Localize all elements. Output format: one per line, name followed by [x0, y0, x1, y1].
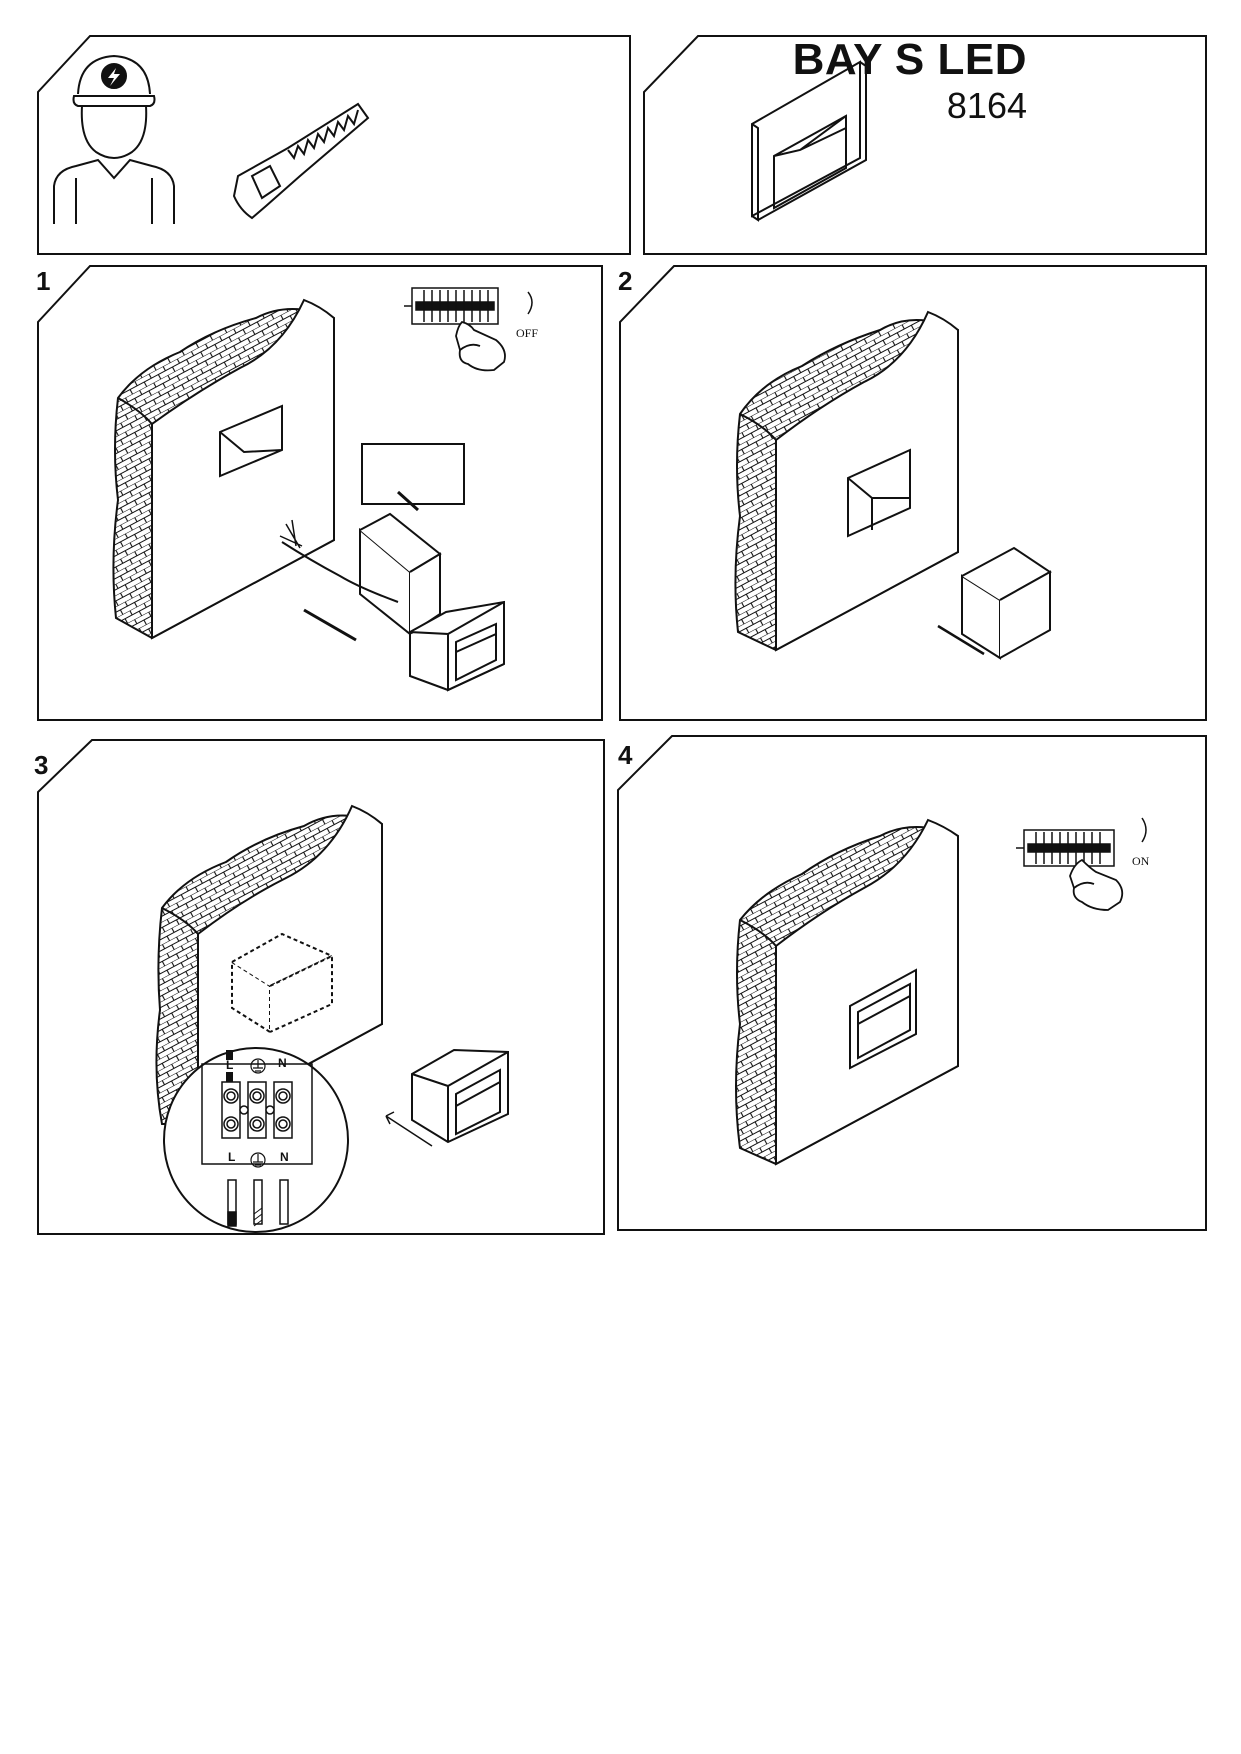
tools-panel	[37, 35, 631, 255]
screwdriver-2	[937, 624, 985, 656]
light-fixture-3	[411, 1048, 509, 1144]
earth-ground-icon-bottom	[250, 1152, 266, 1168]
recessed-light-icon	[751, 60, 867, 222]
mounting-box-3	[231, 932, 335, 1034]
mounting-box-2	[961, 546, 1052, 660]
product-title: BAY S LED 8164	[793, 38, 1027, 126]
hand-icon-1	[455, 321, 506, 372]
insert-arrow	[385, 1111, 433, 1147]
circuit-breaker-icon-4	[1016, 817, 1147, 867]
step-3-number: 3	[34, 750, 49, 780]
wall-2	[734, 310, 959, 652]
step-2-number: 2	[618, 266, 633, 296]
electrician-icon	[53, 54, 175, 224]
step-1-number: 1	[36, 266, 51, 296]
terminal-block	[221, 1081, 293, 1139]
cutout-template	[361, 443, 465, 512]
wiring-detail	[163, 1047, 349, 1233]
saw-icon	[232, 102, 370, 220]
screwdriver-1	[303, 608, 357, 642]
wire-ends	[227, 1179, 289, 1227]
earth-ground-icon-top	[250, 1058, 266, 1074]
terminal-label-bottom-l: L	[228, 1150, 236, 1164]
mounting-box	[279, 512, 442, 637]
wall-4	[735, 818, 959, 1166]
wall-1	[112, 298, 335, 640]
step-1-panel	[37, 265, 603, 721]
switch-on-label: ON	[1132, 854, 1150, 868]
light-fixture-1	[406, 600, 505, 692]
step-4-number: 4	[618, 740, 633, 770]
product-panel	[643, 35, 1207, 255]
terminal-label-top-l: L	[226, 1058, 234, 1072]
step-2-panel	[619, 265, 1207, 721]
hand-icon-4	[1069, 858, 1124, 911]
step-3-panel	[37, 739, 605, 1235]
step-4-panel	[617, 735, 1207, 1231]
terminal-label-top-n: N	[278, 1056, 287, 1070]
circuit-breaker-icon-1	[404, 287, 533, 325]
installed-light	[849, 968, 917, 1070]
terminal-label-bottom-n: N	[280, 1150, 289, 1164]
product-name: BAY S LED	[792, 35, 1027, 84]
product-code: 8164	[946, 85, 1027, 126]
switch-off-label: OFF	[516, 326, 539, 340]
